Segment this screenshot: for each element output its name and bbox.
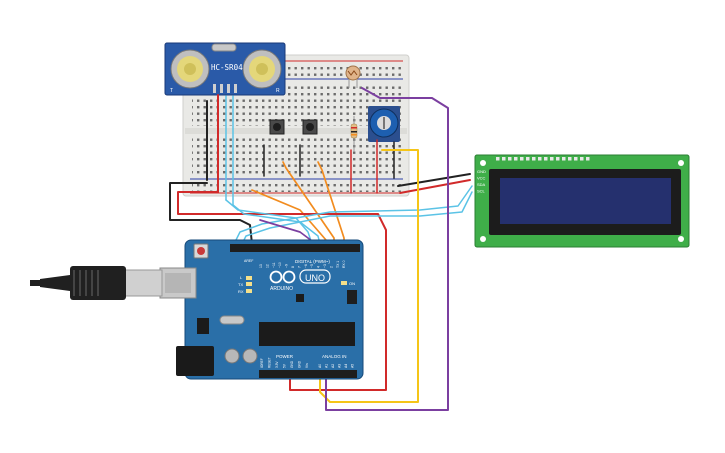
analog-pin-label: A1 [325, 364, 329, 368]
arduino-digital-label: DIGITAL (PWM~) [295, 259, 330, 264]
lcd-header-pad [586, 157, 590, 161]
analog-pin-label: A3 [338, 364, 342, 368]
lcd-header-pad [580, 157, 584, 161]
power-pin-label: GND [298, 360, 302, 368]
lcd-header-pad [550, 157, 554, 161]
resistor [350, 116, 358, 152]
sensor-r-label: R [276, 88, 280, 94]
potentiometer[interactable] [368, 106, 400, 142]
power-pin-label: GND [290, 360, 294, 368]
arduino-model-label: UNO [305, 273, 325, 283]
digital-pin-label: ~9 [285, 264, 289, 268]
digital-pin-label: ~11 [272, 262, 276, 268]
arduino-power-label: POWER [276, 354, 294, 359]
power-pin-label: Vin [305, 363, 309, 368]
lcd-header-pad [526, 157, 530, 161]
lcd-header-pad [532, 157, 536, 161]
push-button-1[interactable] [269, 119, 285, 135]
digital-pin-label: 8 [291, 266, 295, 268]
lcd-header-pad [556, 157, 560, 161]
digital-pin-label: 4 [317, 266, 321, 268]
arduino-uno-board[interactable] [159, 239, 364, 380]
digital-pin-label: TX 1 [336, 261, 340, 268]
lcd-display[interactable] [474, 154, 690, 248]
lcd-header-pad [496, 157, 500, 161]
lcd-header-pad [514, 157, 518, 161]
arduino-aref-label: AREF [244, 259, 253, 263]
hc-sr04-sensor[interactable]: HC-SR04 T R [164, 42, 286, 96]
usb-cable [30, 266, 163, 300]
arduino-brand-label: ARDUINO [270, 286, 293, 292]
arduino-tx-label: TX [238, 282, 243, 287]
digital-pin-label: ~10 [278, 262, 282, 268]
digital-pin-label: RX 0 [342, 260, 346, 268]
digital-pin-label: ~6 [304, 264, 308, 268]
arduino-analog-label: ANALOG IN [322, 354, 347, 359]
digital-pin-label: 2 [329, 266, 333, 268]
power-pin-label: RESET [268, 357, 272, 368]
arduino-l-label: L [240, 275, 243, 280]
digital-pin-label: ~5 [310, 264, 314, 268]
arduino-rx-label: RX [238, 289, 244, 294]
lcd-header-pad [568, 157, 572, 161]
lcd-header-pad [508, 157, 512, 161]
sensor-t-label: T [170, 88, 173, 94]
analog-pin-label: A5 [351, 364, 355, 368]
power-pin-label: IOREF [260, 358, 264, 368]
lcd-header-pad [520, 157, 524, 161]
arduino-on-label: ON [349, 281, 355, 286]
digital-pin-label: ~3 [323, 264, 327, 268]
sensor-model-label: HC-SR04 [211, 63, 243, 72]
lcd-pin-label: SCL [477, 189, 486, 194]
digital-pin-label: 12 [265, 264, 269, 268]
lcd-pin-label: VCC [477, 176, 486, 181]
analog-pin-label: A0 [318, 364, 322, 368]
lcd-header-pad [562, 157, 566, 161]
analog-pin-label: A2 [331, 364, 335, 368]
analog-pin-label: A4 [344, 364, 348, 368]
lcd-header-pad [544, 157, 548, 161]
lcd-header-pad [538, 157, 542, 161]
lcd-header-pad [502, 157, 506, 161]
wires [169, 87, 473, 411]
lcd-pin-label: SDA [477, 182, 486, 187]
lcd-pin-label: GND [477, 169, 486, 174]
photoresistor[interactable] [345, 65, 361, 88]
lcd-top-pins [496, 157, 590, 161]
lcd-header-pad [574, 157, 578, 161]
power-pin-label: 3.3V [275, 361, 279, 368]
digital-pin-label: 13 [259, 264, 263, 268]
digital-pin-label: 7 [297, 266, 301, 268]
push-button-2[interactable] [302, 119, 318, 135]
power-pin-label: 5V [283, 363, 287, 368]
